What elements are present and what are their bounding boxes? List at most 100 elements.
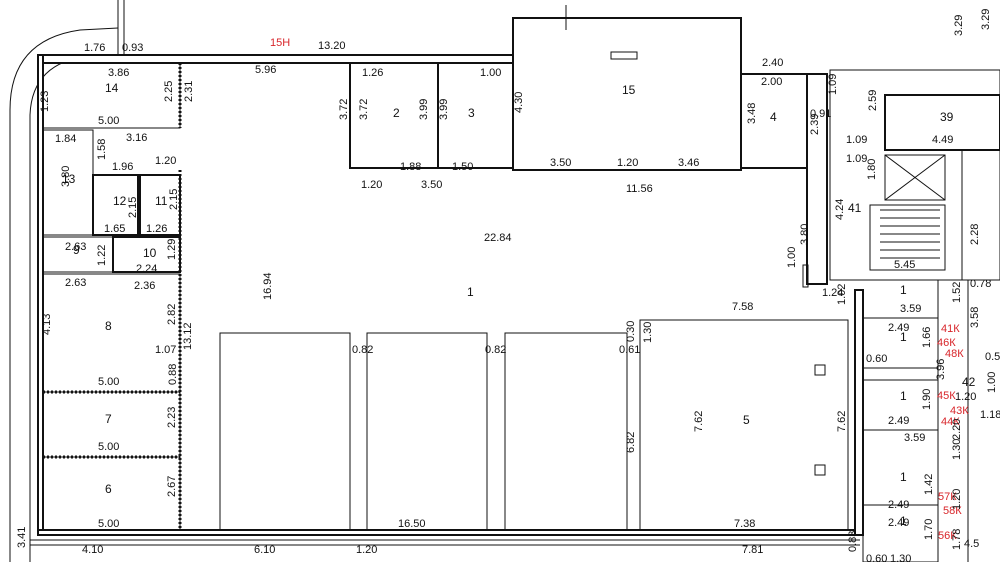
- dimension-label: 4.24: [834, 199, 846, 220]
- dimension-label: 13.12: [182, 322, 194, 350]
- room-label: 5: [743, 413, 750, 427]
- dimension-label: 2.00: [761, 76, 782, 88]
- unit-code-label: 56К: [938, 530, 957, 542]
- dimension-label: 3.99: [438, 99, 450, 120]
- dimension-label: 2.63: [65, 241, 86, 253]
- unit-code-label: 44К: [941, 416, 960, 428]
- dimension-label: 0.82: [352, 344, 373, 356]
- dimension-label: 1.20: [617, 157, 638, 169]
- shaft-right: [961, 149, 1000, 281]
- dimension-label: 3.72: [338, 99, 350, 120]
- room-4-box: [740, 73, 808, 169]
- dimension-label: 6.10: [254, 544, 275, 556]
- dimension-label: 1.90: [921, 389, 933, 410]
- dimension-label: 1.00: [786, 247, 798, 268]
- unit-code-label: 43К: [950, 405, 969, 417]
- dimension-label: 3.48: [746, 103, 758, 124]
- room-12-box: [92, 174, 139, 236]
- dimension-label: 0.59: [985, 351, 1000, 363]
- dimension-label: 7.62: [836, 411, 848, 432]
- dimension-label: 1.26: [146, 223, 167, 235]
- dimension-label: 3.59: [900, 303, 921, 315]
- dimension-label: 1.52: [951, 282, 963, 303]
- room-8-box: [42, 273, 181, 393]
- room-39-box: [884, 94, 1000, 151]
- dimension-label: 1.30: [642, 322, 654, 343]
- room-label: 12: [113, 194, 127, 208]
- unit-code-label: 41К: [941, 323, 960, 335]
- lift-shaft: [884, 154, 946, 201]
- dimension-label: 1.20: [951, 489, 963, 510]
- dimension-label: 2.49: [888, 415, 909, 427]
- dimension-label: 7.38: [734, 518, 755, 530]
- dimension-label: 4.5: [964, 538, 979, 550]
- dimension-label: 4.13: [41, 314, 53, 335]
- dimension-label: 1.80: [866, 159, 878, 180]
- room-label: 2: [393, 106, 400, 120]
- dimension-label: 2.15: [168, 189, 180, 210]
- corridor-wall: [806, 73, 828, 285]
- room-label: 6: [105, 482, 112, 496]
- room-label: 7: [105, 412, 112, 426]
- room-15-box: [512, 17, 742, 171]
- dimension-label: 0.83: [847, 531, 859, 552]
- room-label: 42: [962, 375, 976, 389]
- dimension-label: 1.23: [39, 91, 51, 112]
- unit-code-label: 45К: [937, 390, 956, 402]
- dimension-label: 5.00: [98, 115, 119, 127]
- dimension-label: 0.61: [619, 344, 640, 356]
- dimension-label: 5.00: [98, 518, 119, 530]
- dimension-label: 2.39: [809, 114, 821, 135]
- dimension-label: 1.30: [951, 439, 963, 460]
- dimension-label: 1.20: [361, 179, 382, 191]
- dimension-label: 4.10: [82, 544, 103, 556]
- dimension-label: 2.49: [888, 322, 909, 334]
- top-wall: [37, 54, 514, 64]
- room-label: 11: [155, 194, 168, 208]
- dimension-label: 3.86: [108, 67, 129, 79]
- unit-code-label: 58К: [943, 505, 962, 517]
- dimension-label: 2.20: [951, 419, 963, 440]
- dimension-label: 7.81: [742, 544, 763, 556]
- room-label: 1: [467, 285, 474, 299]
- bottom-wall: [37, 529, 861, 536]
- dimension-label: 1.24: [822, 287, 843, 299]
- unit-code-label: 57К: [938, 491, 957, 503]
- dimension-label: 3.99: [418, 99, 430, 120]
- dimension-label: 0.60: [866, 353, 887, 365]
- dimension-label: 22.84: [484, 232, 512, 244]
- dimension-label: 5.45: [894, 259, 915, 271]
- dimension-label: 3.16: [126, 132, 147, 144]
- dimension-label: 1.18: [980, 409, 1000, 421]
- dimension-label: 0.93: [122, 42, 143, 54]
- stairs: [869, 204, 946, 271]
- dimension-label: 2.28: [969, 224, 981, 245]
- curved-outer-wall: [9, 27, 119, 562]
- dimension-label: 0.60: [866, 553, 887, 562]
- dimension-label: 1.02: [836, 284, 848, 305]
- dimension-label: 1.29: [166, 239, 178, 260]
- dimension-label: 3.50: [421, 179, 442, 191]
- dimension-label: 0.91: [810, 108, 831, 120]
- dimension-label: 1.30: [890, 553, 911, 562]
- dimension-label: 7.58: [732, 301, 753, 313]
- dimension-label: 1.96: [112, 161, 133, 173]
- dimension-label: 5.00: [98, 376, 119, 388]
- dimension-label: 16.50: [398, 518, 426, 530]
- dimension-label: 11.56: [626, 183, 653, 195]
- dimension-label: 2.40: [762, 57, 783, 69]
- dimension-label: 3.80: [799, 224, 811, 245]
- dimension-label: 1.20: [955, 391, 976, 403]
- dimension-label: 1.84: [55, 133, 76, 145]
- dimension-label: 1.20: [356, 544, 377, 556]
- dimension-label: 3.80: [60, 166, 72, 187]
- dimension-label: 1.58: [96, 139, 108, 160]
- dimension-label: 1.00: [986, 372, 998, 393]
- unit-code-label: 46К: [937, 337, 956, 349]
- bay-1: [219, 332, 351, 531]
- dimension-label: 7.62: [693, 411, 705, 432]
- room-label: 41: [848, 201, 862, 215]
- room-11-box: [139, 174, 181, 236]
- stair-core: [829, 69, 1000, 281]
